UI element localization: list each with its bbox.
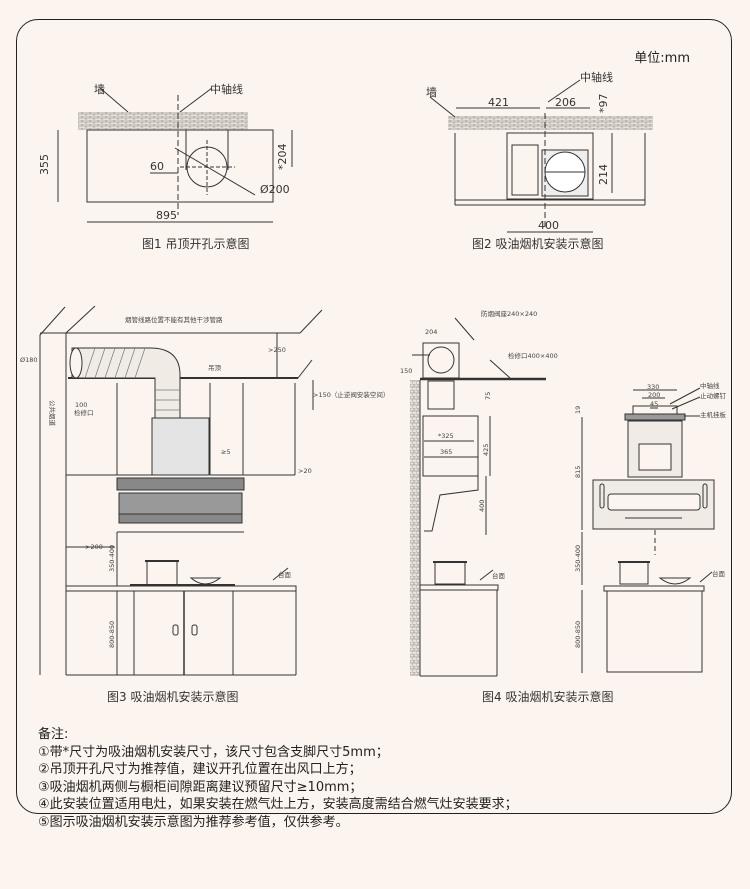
figure-2-hood-top-view bbox=[429, 79, 653, 233]
fig4-dim-150: 150 bbox=[400, 367, 412, 375]
fig1-dim-diameter: Ø200 bbox=[260, 183, 290, 196]
fig2-dim-97: *97 bbox=[597, 94, 610, 114]
note-item: ①带*尺寸为吸油烟机安装尺寸，该尺寸包含支脚尺寸5mm； bbox=[38, 744, 389, 760]
fig1-wall-label: 墙 bbox=[94, 82, 105, 96]
fig3-ceiling-label: 吊顶 bbox=[208, 364, 222, 372]
fig2-dim-214: 214 bbox=[597, 164, 610, 185]
fig4-screw-label: 止动螺钉 bbox=[700, 391, 727, 400]
fig3-side-gap: ≥5 bbox=[221, 448, 231, 456]
fig4-counter-height: 800-850 bbox=[574, 621, 582, 648]
fig3-wall-gap: >200 bbox=[85, 543, 103, 551]
fig4-dim-75: 75 bbox=[484, 392, 492, 400]
note-item: ⑤图示吸油烟机安装示意图为推荐参考值，仅供参考。 bbox=[38, 814, 349, 830]
fig3-counter-height: 800-850 bbox=[108, 621, 116, 648]
fig4-plate-label: 主机挂板 bbox=[700, 410, 727, 419]
fig1-axis-label: 中轴线 bbox=[210, 82, 243, 96]
fig2-dim-421: 421 bbox=[488, 96, 509, 109]
fig4-dim-815: 815 bbox=[574, 466, 582, 478]
fig2-caption: 图2 吸油烟机安装示意图 bbox=[472, 236, 603, 251]
fig1-dim-height: 355 bbox=[38, 154, 51, 175]
fig3-valve-space: >150（止逆阀安装空间） bbox=[313, 390, 389, 399]
notes-title: 备注: bbox=[38, 727, 69, 742]
fig4-access-label: 检修口400×400 bbox=[508, 351, 558, 360]
fig3-hood-height: 350-400 bbox=[108, 545, 116, 572]
fig1-dim-depth: *204 bbox=[276, 144, 289, 171]
fig4-dim-45: 45 bbox=[650, 400, 658, 408]
fig3-flue-label: 公共烟道 bbox=[48, 400, 57, 427]
fig2-dim-400: 400 bbox=[538, 219, 559, 232]
fig4-dim-330: 330 bbox=[647, 383, 659, 391]
figure-1-ceiling-hole bbox=[57, 87, 293, 223]
fig4-counter-label-side: 台面 bbox=[492, 571, 506, 580]
fig2-axis-label: 中轴线 bbox=[580, 70, 613, 84]
notes-section: 备注: ①带*尺寸为吸油烟机安装尺寸，该尺寸包含支脚尺寸5mm； ②吊顶开孔尺寸… bbox=[38, 726, 518, 831]
fig4-dim-325: *325 bbox=[438, 432, 454, 440]
fig2-wall-label: 墙 bbox=[426, 85, 437, 99]
fig4-fire-damper-label: 防烟阀座240×240 bbox=[481, 309, 537, 318]
fig3-cabinet-gap: >20 bbox=[298, 467, 312, 475]
fig1-dim-offset: 60 bbox=[150, 160, 164, 173]
diagram-frame bbox=[16, 19, 732, 814]
unit-label: 单位:mm bbox=[634, 51, 690, 66]
fig4-counter-label-front: 台面 bbox=[712, 569, 726, 578]
wall-brick bbox=[410, 380, 420, 676]
fig4-axis-label: 中轴线 bbox=[700, 381, 720, 390]
note-item: ②吊顶开孔尺寸为推荐值，建议开孔位置在出风口上方； bbox=[38, 762, 362, 777]
fig3-note-top: 烟管线路位置不能有其他干涉管路 bbox=[125, 315, 223, 324]
ceiling-brick bbox=[448, 116, 653, 130]
note-item: ③吸油烟机两侧与橱柜间隙距离建议预留尺寸≥10mm； bbox=[38, 779, 363, 795]
fig4-dim-365: 365 bbox=[440, 448, 452, 456]
fig4-dim-200: 200 bbox=[648, 391, 660, 399]
fig3-access-dim: 100 bbox=[75, 401, 87, 409]
fig3-duct-dia: Ø180 bbox=[20, 356, 38, 364]
fig4-dim-400: 400 bbox=[478, 500, 486, 512]
ceiling-brick bbox=[78, 112, 248, 130]
fig4-dim-425: 425 bbox=[482, 444, 490, 456]
figure-3-front-install bbox=[39, 305, 323, 676]
note-item: ④此安装位置适用电灶，如果安装在燃气灶上方，安装高度需结合燃气灶安装要求； bbox=[38, 797, 518, 812]
fig3-ceiling-gap: >250 bbox=[268, 346, 286, 354]
fig4-dim-204: 204 bbox=[425, 328, 437, 336]
fig3-access-label: 检修口 bbox=[74, 408, 94, 417]
fig4-hood-height: 350-400 bbox=[574, 545, 582, 572]
fig3-caption: 图3 吸油烟机安装示意图 bbox=[107, 689, 238, 704]
fig2-dim-206: 206 bbox=[555, 96, 576, 109]
fig1-dim-width: 895 bbox=[156, 209, 177, 222]
fig3-counter-label: 台面 bbox=[278, 570, 292, 579]
fig1-caption: 图1 吊顶开孔示意图 bbox=[142, 236, 249, 251]
fig4-caption: 图4 吸油烟机安装示意图 bbox=[482, 689, 613, 704]
fig4-dim-19: 19 bbox=[574, 406, 582, 414]
figure-4-side-install bbox=[410, 317, 715, 677]
